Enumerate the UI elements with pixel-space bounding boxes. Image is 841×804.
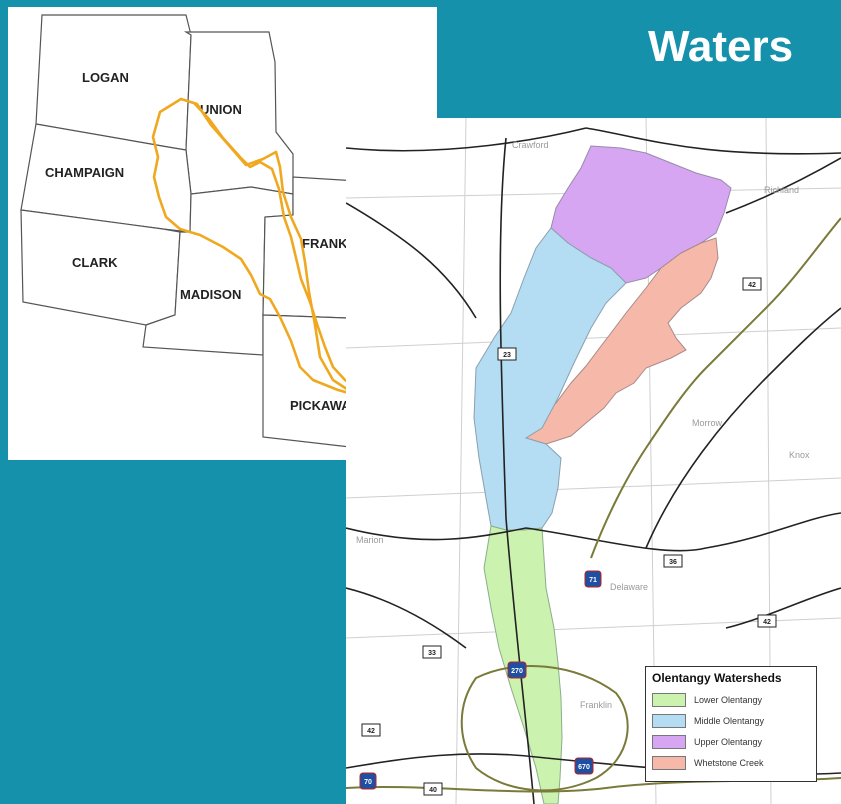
place-label-marion: Marion xyxy=(356,535,384,545)
watershed-whetstone-creek xyxy=(525,237,719,445)
map-legend: Olentangy Watersheds Lower Olentangy Mid… xyxy=(645,666,817,782)
watershed-boundary-west xyxy=(151,97,357,397)
legend-item: Lower Olentangy xyxy=(652,689,810,710)
legend-swatch xyxy=(652,713,686,728)
legend-title: Olentangy Watersheds xyxy=(652,671,782,685)
legend-swatch xyxy=(652,755,686,770)
legend-item: Upper Olentangy xyxy=(652,731,810,752)
page-title: Waters xyxy=(648,22,794,71)
svg-text:42: 42 xyxy=(367,728,375,735)
svg-text:42: 42 xyxy=(748,282,756,289)
svg-text:23: 23 xyxy=(503,352,511,359)
legend-label: Whetstone Creek xyxy=(694,757,764,768)
county-label-clark: CLARK xyxy=(72,255,118,270)
place-label-franklin: Franklin xyxy=(580,700,612,710)
watershed-map: Crawford Richland Morrow Knox Marion Del… xyxy=(346,118,841,804)
svg-text:270: 270 xyxy=(511,668,523,675)
interstate-shield-270: 270 xyxy=(507,661,527,679)
route-shield-42: 42 xyxy=(742,277,762,291)
place-label-crawford: Crawford xyxy=(512,140,549,150)
county-label-pickaway: PICKAWAY xyxy=(290,398,358,413)
route-shield-42-west: 42 xyxy=(361,723,381,737)
place-label-richland: Richland xyxy=(764,185,799,195)
route-shield-40: 40 xyxy=(423,782,443,796)
svg-text:36: 36 xyxy=(669,559,677,566)
svg-text:670: 670 xyxy=(578,764,590,771)
svg-text:71: 71 xyxy=(589,577,597,584)
watershed-middle-olentangy xyxy=(473,227,627,531)
svg-text:42: 42 xyxy=(763,619,771,626)
county-label-champaign: CHAMPAIGN xyxy=(45,165,124,180)
place-label-knox: Knox xyxy=(789,450,810,460)
legend-label: Lower Olentangy xyxy=(694,694,763,705)
legend-swatch xyxy=(652,692,686,707)
county-label-logan: LOGAN xyxy=(82,70,129,85)
svg-text:70: 70 xyxy=(364,779,372,786)
svg-text:33: 33 xyxy=(428,650,436,657)
county-label-madison: MADISON xyxy=(180,287,241,302)
route-shield-33: 33 xyxy=(422,645,442,659)
legend-label: Upper Olentangy xyxy=(694,736,763,747)
interstate-shield-71: 71 xyxy=(584,570,602,588)
legend-item: Middle Olentangy xyxy=(652,710,810,731)
place-label-morrow: Morrow xyxy=(692,418,723,428)
interstate-shield-670: 670 xyxy=(574,757,594,775)
svg-text:40: 40 xyxy=(429,787,437,794)
legend-label: Middle Olentangy xyxy=(694,715,765,726)
route-shield-36: 36 xyxy=(663,554,683,568)
interstate-shield-70: 70 xyxy=(359,772,377,790)
county-label-union: UNION xyxy=(200,102,242,117)
route-shield-42-east: 42 xyxy=(757,614,777,628)
legend-swatch xyxy=(652,734,686,749)
route-shield-23: 23 xyxy=(497,347,517,361)
place-label-delaware: Delaware xyxy=(610,582,648,592)
legend-item: Whetstone Creek xyxy=(652,752,810,773)
